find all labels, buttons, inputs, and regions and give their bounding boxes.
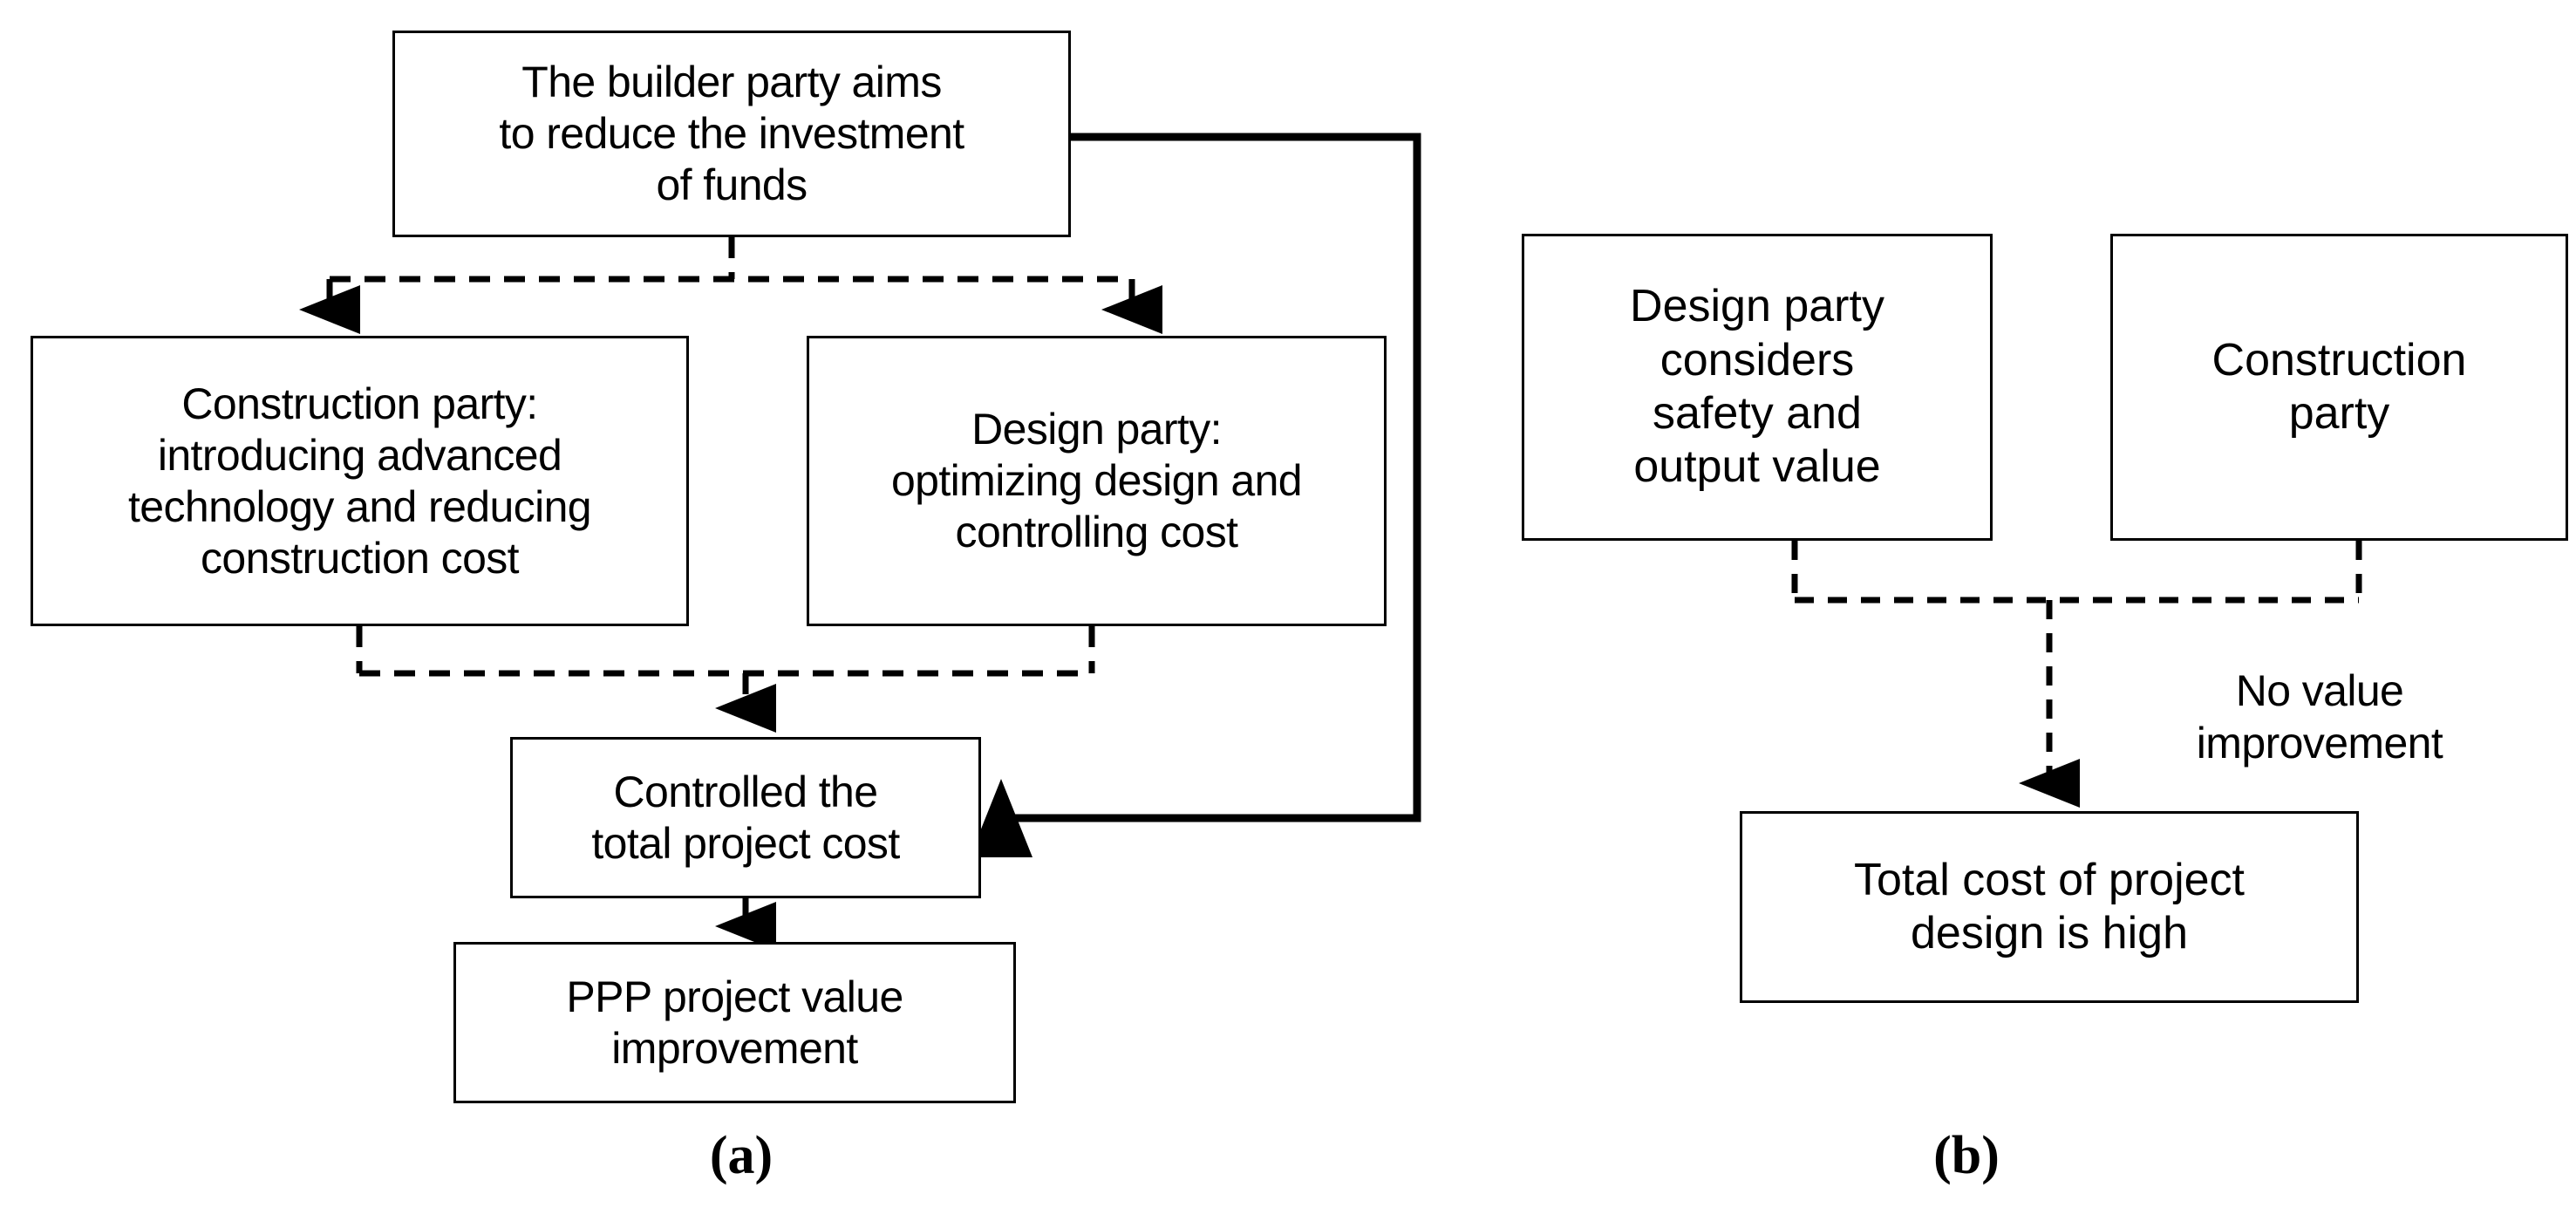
panel-b-connectors <box>1791 541 2362 808</box>
panel-a-caption: (a) <box>709 1126 773 1185</box>
edge-children-to-controlled <box>356 626 1095 698</box>
node-construction-party-label: Construction party: introducing advanced… <box>127 379 592 583</box>
node-controlled-cost[interactable]: Controlled the total project cost <box>510 737 981 898</box>
node-ppp-value[interactable]: PPP project value improvement <box>453 942 1016 1103</box>
edge-builder-to-children <box>326 237 1135 301</box>
node-ppp-value-label: PPP project value improvement <box>566 972 903 1073</box>
node-construction-party[interactable]: Construction party: introducing advanced… <box>31 336 689 626</box>
node-construction-only-label: Construction party <box>2211 334 2467 439</box>
node-design-party[interactable]: Design party: optimizing design and cont… <box>807 336 1387 626</box>
panel-b-caption: (b) <box>1933 1126 2000 1185</box>
node-design-considers-label: Design party considers safety and output… <box>1630 281 1884 493</box>
edge-label-no-value-improvement: No value improvement <box>2196 666 2443 768</box>
node-design-considers[interactable]: Design party considers safety and output… <box>1522 234 1993 541</box>
panel-a: The builder party aims to reduce the inv… <box>31 31 1421 1185</box>
node-total-cost-high[interactable]: Total cost of project design is high <box>1740 811 2359 1003</box>
node-builder-aim-label: The builder party aims to reduce the inv… <box>499 58 964 209</box>
node-total-cost-high-label: Total cost of project design is high <box>1854 854 2245 959</box>
node-construction-only[interactable]: Construction party <box>2110 234 2568 541</box>
node-design-party-label: Design party: optimizing design and cont… <box>890 405 1303 556</box>
panel-b: Design party considers safety and output… <box>1482 0 2576 1228</box>
node-builder-aim[interactable]: The builder party aims to reduce the inv… <box>392 31 1071 237</box>
node-controlled-cost-label: Controlled the total project cost <box>591 767 900 868</box>
